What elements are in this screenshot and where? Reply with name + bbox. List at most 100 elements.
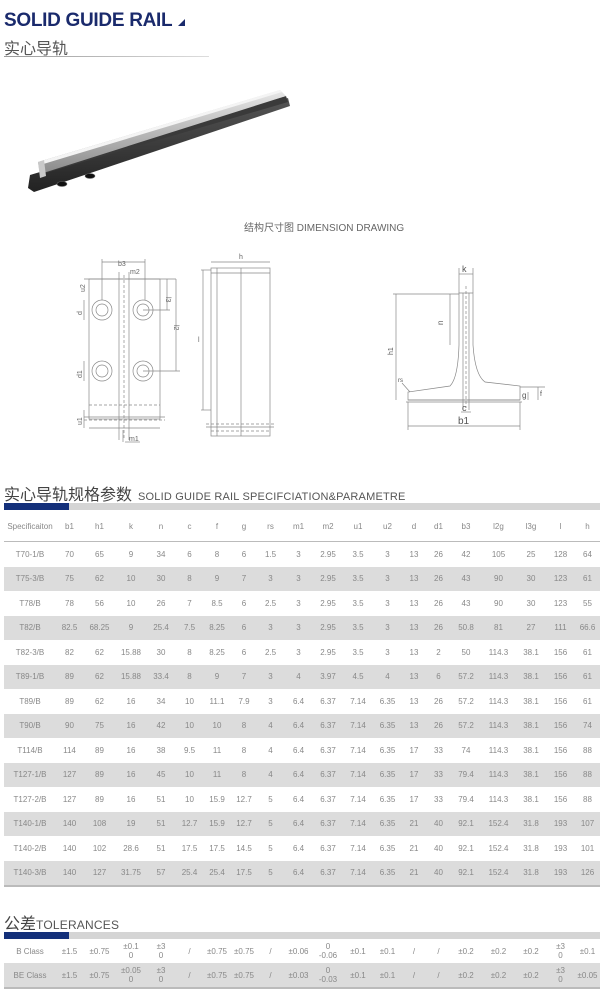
spec-value-cell: 88 [583, 745, 592, 755]
spec-value-cell: 111 [546, 615, 575, 640]
spec-value-cell: 6.4 [284, 762, 313, 787]
spec-value-cell: 1.5 [264, 549, 277, 559]
spec-value-cell: 6.4 [292, 696, 305, 706]
spec-value-cell: 62 [95, 696, 104, 706]
spec-value-cell: 74 [575, 713, 600, 738]
spec-value-cell: 4 [268, 745, 273, 755]
spec-value-cell: 57.2 [451, 664, 481, 689]
spec-value-cell: 156 [546, 762, 575, 787]
spec-value-cell: 3 [385, 549, 390, 559]
spec-header-row: Specificaiton b1 h1 k n c f g rs m1 m2 u… [4, 511, 600, 542]
spec-value-cell: 7 [187, 598, 192, 608]
spec-value-cell: 81 [481, 615, 516, 640]
spec-value-cell: 82 [65, 647, 74, 657]
spec-value-cell: 17.5 [209, 843, 225, 853]
spec-value-cell: 26 [434, 598, 443, 608]
spec-value-cell: 3.97 [313, 664, 343, 689]
spec-value-cell: 12.7 [236, 794, 252, 804]
svg-text:d: d [77, 311, 84, 315]
spec-value-cell: 33 [426, 762, 451, 787]
spec-value-cell: 6.35 [379, 843, 396, 853]
spec-value-cell: 30 [156, 647, 166, 657]
spec-value-cell: 50 [461, 647, 471, 657]
spec-value-cell: 114.3 [481, 713, 516, 738]
spec-value-cell: 10 [116, 566, 146, 591]
spec-value-cell: 8 [241, 745, 247, 755]
spec-title-cn: 实心导轨规格参数 [4, 487, 133, 504]
spec-value-cell: 38.1 [516, 762, 546, 787]
spec-value-cell: 5 [257, 860, 284, 887]
side-view: h l [198, 254, 274, 437]
tolerance-value-cell: ±0.2 [481, 963, 516, 989]
spec-value-cell: 38.1 [516, 713, 546, 738]
spec-value-cell: 9 [128, 549, 134, 559]
tolerance-value-cell: ±0.2 [490, 946, 507, 956]
spec-value-cell: 6.37 [313, 811, 343, 836]
spec-value-cell: 61 [575, 664, 600, 689]
svg-text:f: f [540, 391, 542, 398]
spec-value-cell: 25.4 [203, 860, 231, 887]
spec-value-cell: 13 [409, 696, 419, 706]
spec-value-cell: 8 [176, 566, 203, 591]
spec-value-cell: 126 [575, 860, 600, 887]
spec-value-cell: 6.35 [379, 696, 396, 706]
spec-model-cell: T82-3/B [15, 647, 45, 657]
col-header: c [176, 511, 203, 542]
corner-triangle-icon [178, 19, 185, 26]
spec-value-cell: 5 [257, 811, 284, 836]
spec-value-cell: 3.5 [352, 549, 364, 559]
spec-value-cell: 6.35 [373, 860, 402, 887]
spec-value-cell: 8.5 [211, 598, 223, 608]
spec-value-cell: 62 [83, 566, 116, 591]
spec-value-cell: 45 [146, 762, 176, 787]
spec-value-cell: 8 [231, 762, 257, 787]
col-header: b1 [56, 511, 83, 542]
spec-model-cell: T90/B [4, 713, 56, 738]
tolerance-value-cell: ±1.5 [61, 946, 78, 956]
spec-model-cell: T78/B [19, 598, 41, 608]
spec-value-cell: 101 [580, 843, 595, 853]
spec-value-cell: 42 [146, 713, 176, 738]
spec-value-cell: 16 [126, 696, 136, 706]
spec-value-cell: 26 [426, 615, 451, 640]
spec-value-cell: 31.8 [516, 811, 546, 836]
spec-value-cell: 38.1 [523, 696, 539, 706]
spec-value-cell: 13 [409, 647, 419, 657]
spec-value-cell: 26 [156, 598, 166, 608]
spec-model-cell: T82/B [4, 615, 56, 640]
spec-value-cell: 75 [83, 713, 116, 738]
spec-value-cell: 193 [546, 860, 575, 887]
spec-value-cell: 6.35 [373, 713, 402, 738]
section-view: k n h1 rs g f c b1 [388, 264, 545, 430]
spec-value-cell: 92.1 [451, 860, 481, 887]
spec-value-cell: 9.5 [183, 745, 196, 755]
spec-value-cell: 10 [176, 713, 203, 738]
tolerance-value-cell: ±0.06 [288, 946, 309, 956]
spec-value-cell: 6 [187, 549, 192, 559]
spec-value-cell: 6.35 [373, 762, 402, 787]
tolerance-value-cell: ±0.2 [523, 946, 539, 956]
spec-value-cell: 57.2 [458, 696, 474, 706]
spec-value-cell: 11.1 [209, 696, 225, 706]
spec-value-cell: 56 [95, 598, 104, 608]
spec-value-cell: 6.37 [320, 745, 336, 755]
spec-model-cell: T127-2/B [13, 794, 47, 804]
spec-value-cell: 102 [92, 843, 107, 853]
spec-value-cell: 7.5 [176, 615, 203, 640]
svg-text:l3: l3 [164, 297, 171, 303]
page-subtitle: 实心导轨 [4, 41, 69, 58]
spec-value-cell: 6.4 [292, 843, 305, 853]
spec-value-cell: 70 [65, 549, 74, 559]
spec-value-cell: 26 [426, 566, 451, 591]
spec-value-cell: 114.3 [481, 664, 516, 689]
